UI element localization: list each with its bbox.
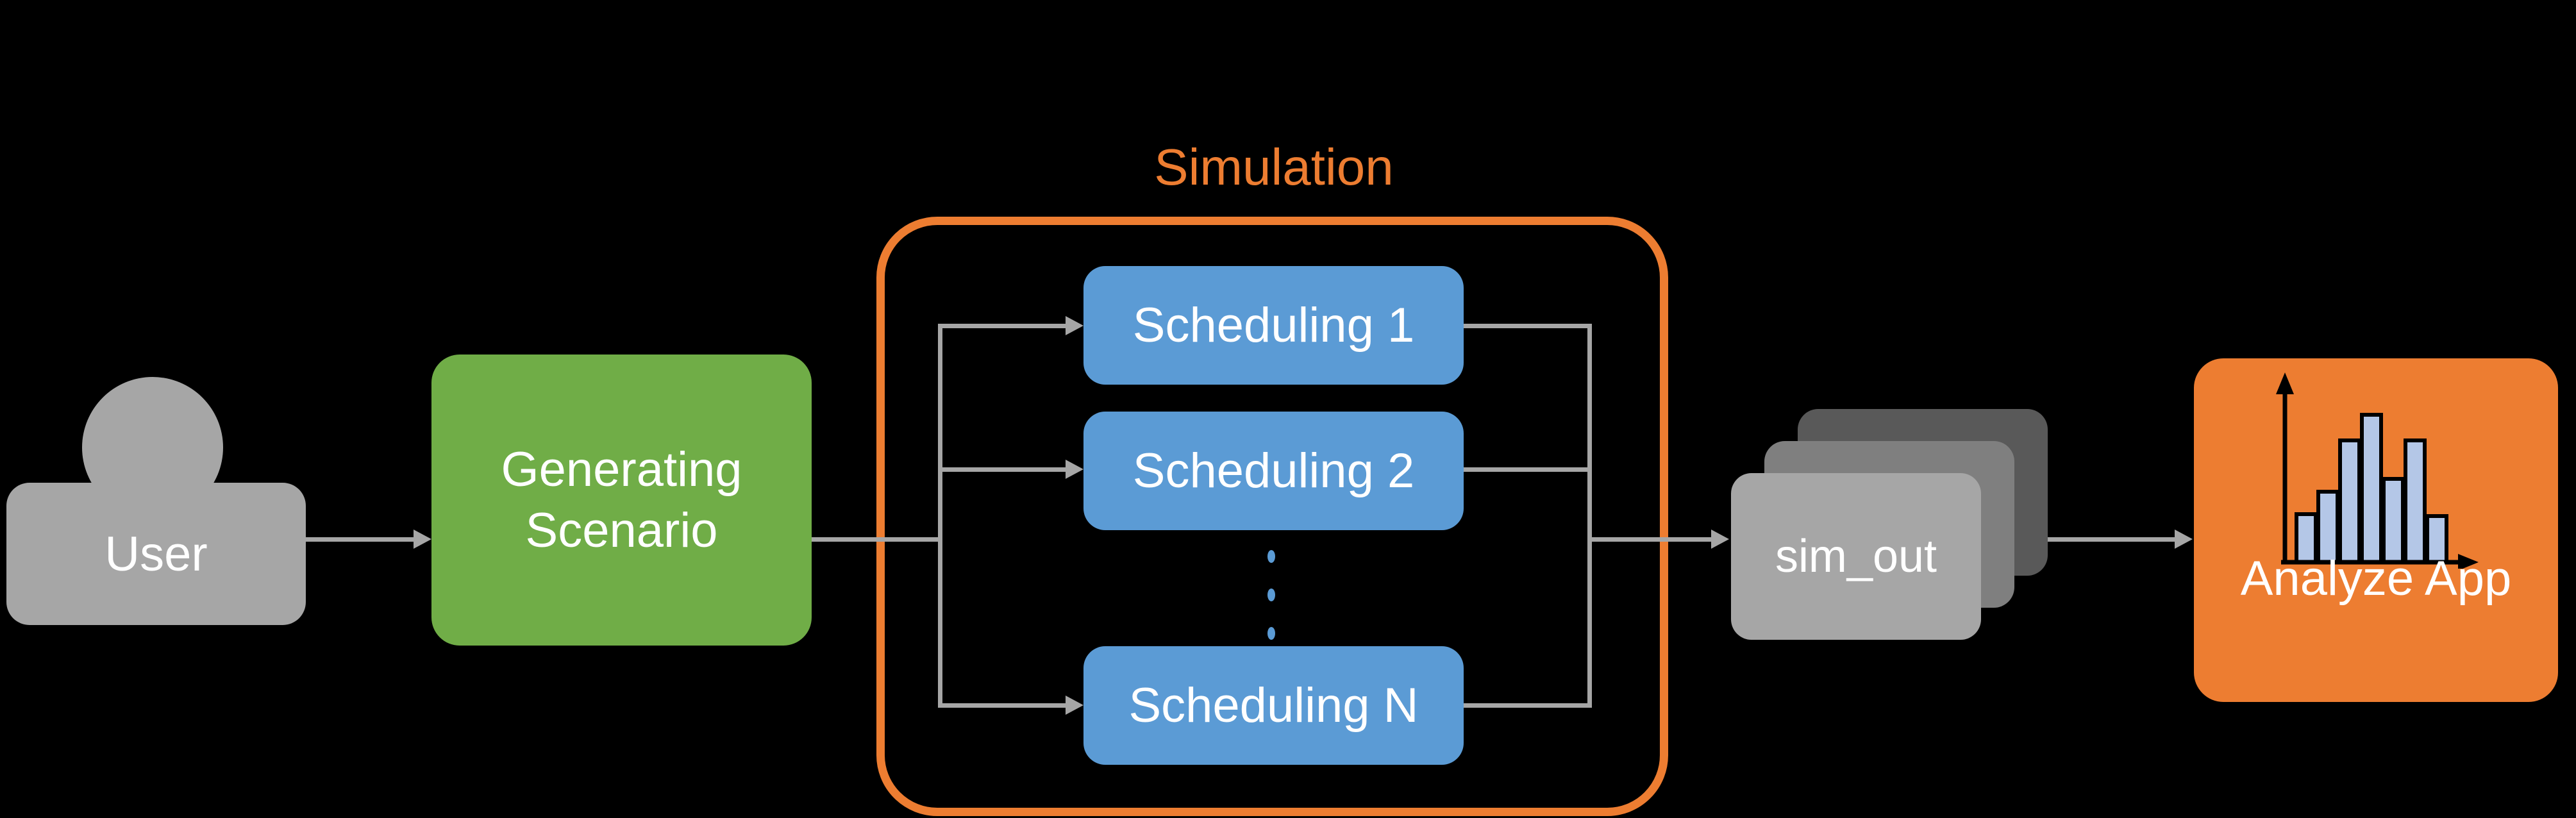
arrow-to-scheduling-n-head bbox=[1066, 696, 1083, 715]
arrow-user-to-generating-head bbox=[414, 530, 431, 549]
branch-line-left bbox=[938, 324, 942, 708]
arrow-to-scheduling-n-line bbox=[940, 703, 1067, 708]
arrow-simulation-to-simout-head bbox=[1711, 530, 1729, 549]
user-node: User bbox=[6, 483, 306, 625]
simout-node: sim_out bbox=[1731, 473, 1981, 640]
arrow-user-to-generating-line bbox=[306, 537, 415, 542]
ellipsis-dot bbox=[1267, 588, 1275, 601]
histogram-bar bbox=[2338, 438, 2361, 564]
arrow-to-scheduling-1-head bbox=[1066, 316, 1083, 335]
line-scheduling-2-out bbox=[1464, 467, 1592, 472]
generating-scenario-label: Generating Scenario bbox=[501, 442, 742, 558]
arrow-simout-to-analyze-line bbox=[1980, 537, 2176, 542]
line-generating-to-simulation bbox=[812, 537, 940, 542]
simulation-title: Simulation bbox=[1154, 138, 1394, 196]
histogram-bar bbox=[2382, 477, 2405, 564]
scheduling-1-label: Scheduling 1 bbox=[1132, 298, 1415, 353]
line-scheduling-1-out bbox=[1464, 324, 1592, 328]
histogram-bar bbox=[2360, 413, 2383, 564]
analyze-app-label: Analyze App bbox=[2240, 551, 2512, 606]
scheduling-n-node: Scheduling N bbox=[1083, 646, 1464, 765]
arrow-to-scheduling-2-head bbox=[1066, 460, 1083, 479]
arrow-simout-to-analyze-head bbox=[2175, 530, 2193, 549]
ellipsis-dot bbox=[1267, 627, 1275, 640]
simulation-container bbox=[876, 217, 1668, 816]
analyze-app-node: Analyze App bbox=[2194, 358, 2558, 702]
arrow-to-scheduling-1-line bbox=[940, 324, 1067, 328]
scheduling-2-label: Scheduling 2 bbox=[1132, 444, 1415, 498]
user-label: User bbox=[105, 526, 208, 581]
arrow-to-scheduling-2-line bbox=[940, 467, 1067, 472]
arrow-simulation-to-simout-line bbox=[1589, 537, 1713, 542]
simout-label: sim_out bbox=[1775, 531, 1937, 582]
scheduling-2-node: Scheduling 2 bbox=[1083, 412, 1464, 530]
collector-line-right bbox=[1587, 324, 1592, 708]
scheduling-1-node: Scheduling 1 bbox=[1083, 266, 1464, 385]
generating-scenario-node: Generating Scenario bbox=[431, 355, 812, 646]
ellipsis-dot bbox=[1267, 550, 1275, 563]
scheduling-n-label: Scheduling N bbox=[1128, 678, 1419, 733]
histogram-icon bbox=[2276, 372, 2479, 569]
histogram-bar bbox=[2404, 438, 2427, 564]
line-scheduling-n-out bbox=[1464, 703, 1592, 708]
